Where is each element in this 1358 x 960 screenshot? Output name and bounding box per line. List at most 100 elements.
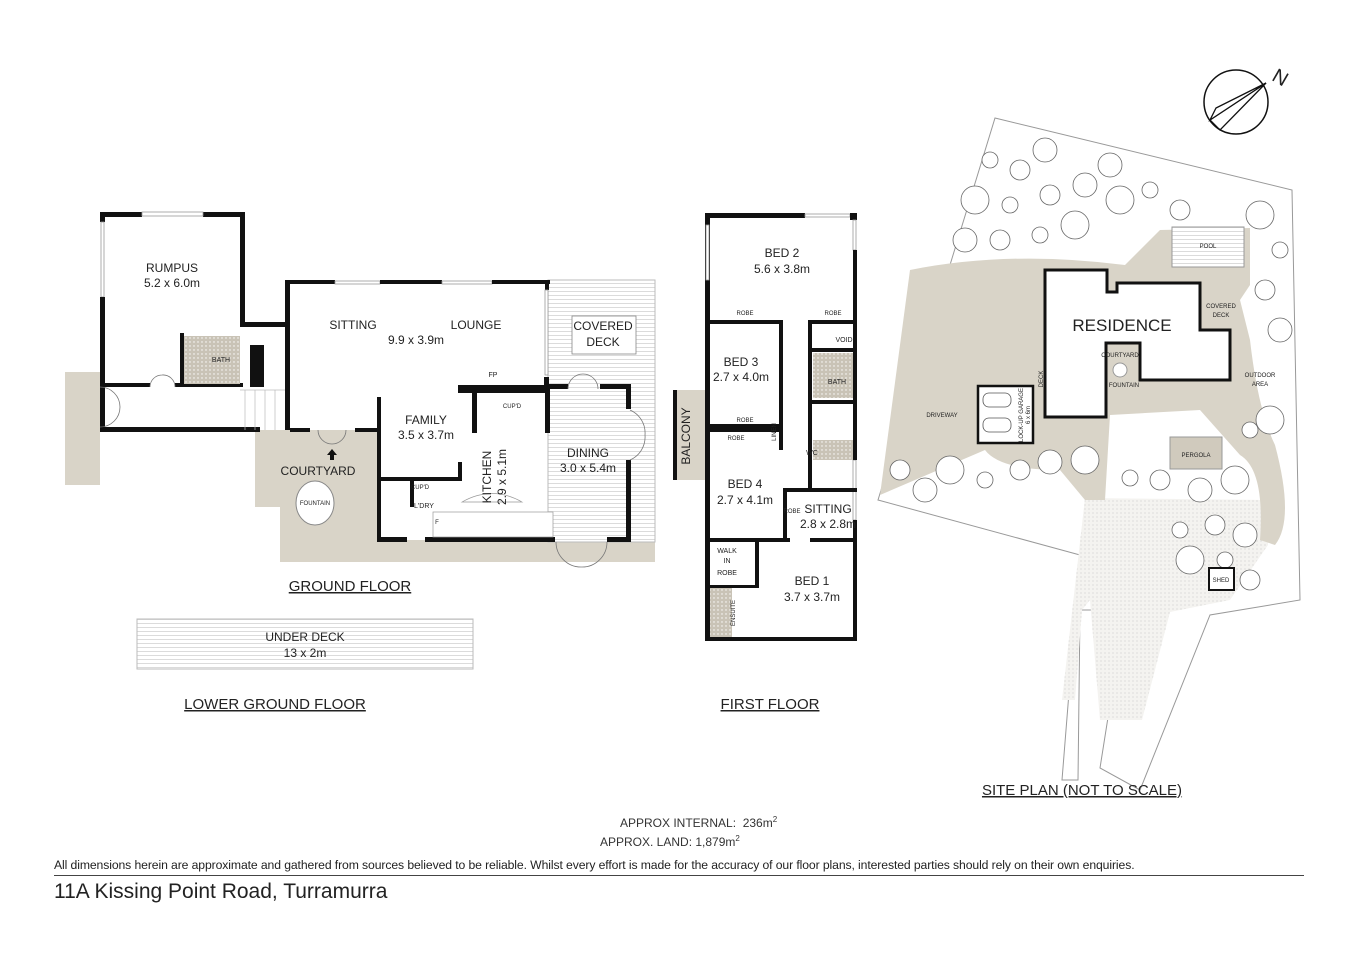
tree-icon bbox=[1254, 279, 1276, 301]
room-label-sitting: SITTING bbox=[329, 318, 376, 332]
room-label-bed1: BED 1 bbox=[795, 574, 830, 588]
tree-icon bbox=[1271, 241, 1289, 259]
lower-ground-floor-title: LOWER GROUND FLOOR bbox=[184, 696, 366, 713]
tree-icon bbox=[1141, 181, 1159, 199]
room-size-lounge: 9.9 x 3.9m bbox=[388, 333, 444, 347]
label-shed: SHED bbox=[1213, 578, 1230, 584]
label-walk-in-robe: WALK bbox=[717, 548, 737, 555]
tree-icon bbox=[1267, 317, 1293, 343]
room-label-bed4: BED 4 bbox=[728, 477, 763, 491]
tree-icon bbox=[1232, 522, 1258, 548]
room-label-deck: DECK bbox=[586, 335, 619, 349]
label-pool: POOL bbox=[1200, 244, 1217, 250]
first-floor-plan: BED 2 5.6 x 3.8m BED 3 2.7 x 4.0m BED 4 … bbox=[673, 213, 857, 713]
room-label-under-deck: UNDER DECK bbox=[265, 630, 344, 644]
tree-icon bbox=[989, 229, 1011, 251]
label-garage: LOCK-UP GARAGE bbox=[1019, 388, 1025, 442]
label-laundry: L'DRY bbox=[414, 503, 434, 510]
room-label-courtyard: COURTYARD bbox=[281, 464, 356, 478]
ground-floor-plan: RUMPUS 5.2 x 6.0m SITTING LOUNGE 9.9 x 3… bbox=[65, 211, 656, 595]
room-size-under-deck: 13 x 2m bbox=[284, 646, 327, 660]
label-covered-deck: COVERED bbox=[1206, 304, 1236, 310]
car-icon bbox=[982, 392, 1012, 433]
label-robe: ROBE bbox=[736, 418, 753, 424]
under-deck-area bbox=[136, 618, 474, 670]
tree-icon bbox=[1060, 210, 1090, 240]
first-floor-title: FIRST FLOOR bbox=[721, 696, 820, 713]
site-plan: RESIDENCE POOL COVERED DECK COURTYARD FO… bbox=[877, 65, 1301, 799]
room-label-covered-deck: COVERED bbox=[573, 319, 633, 333]
label-fireplace: FP bbox=[489, 372, 498, 379]
tree-icon bbox=[912, 477, 938, 503]
room-size-rumpus: 5.2 x 6.0m bbox=[144, 276, 200, 290]
tree-icon bbox=[889, 459, 911, 481]
tree-icon bbox=[1072, 172, 1098, 198]
label-bath: BATH bbox=[828, 379, 846, 386]
entry-arrow-icon bbox=[327, 449, 337, 460]
tree-icon bbox=[952, 227, 978, 253]
room-label-dining: DINING bbox=[567, 446, 609, 460]
tree-icon bbox=[1220, 465, 1250, 495]
label-void: VOID bbox=[835, 337, 852, 344]
room-size-bed4: 2.7 x 4.1m bbox=[717, 493, 773, 507]
chimney bbox=[250, 345, 264, 387]
label-bath: BATH bbox=[212, 357, 230, 364]
tree-icon bbox=[1009, 459, 1031, 481]
tree-icon bbox=[1001, 196, 1019, 214]
unit-superscript: 2 bbox=[772, 815, 778, 824]
label-balcony: BALCONY bbox=[679, 407, 693, 464]
internal-area-value: 236m bbox=[742, 816, 773, 830]
tree-icon bbox=[1121, 469, 1139, 487]
label-cupboard: CUP'D bbox=[503, 404, 522, 410]
lawn-area bbox=[1062, 498, 1268, 720]
label-garage-size: 6 x 6m bbox=[1026, 406, 1032, 424]
label-ensuite: ENSUITE bbox=[731, 600, 737, 626]
label-linen: LINEN bbox=[772, 423, 778, 441]
kitchen-island bbox=[460, 493, 524, 503]
fountain-icon bbox=[1112, 362, 1128, 378]
ground-floor-title: GROUND FLOOR bbox=[289, 578, 412, 595]
room-size-sitting: 2.8 x 2.8m bbox=[800, 517, 856, 531]
balcony-area bbox=[674, 390, 707, 480]
courtyard-paving bbox=[255, 430, 655, 562]
room-size-bed3: 2.7 x 4.0m bbox=[713, 370, 769, 384]
shed bbox=[1208, 567, 1235, 591]
land-area-value: 1,879m bbox=[695, 835, 736, 849]
room-label-kitchen: KITCHEN bbox=[480, 451, 494, 504]
site-plan-title: SITE PLAN (NOT TO SCALE) bbox=[982, 782, 1182, 799]
tree-icon bbox=[1187, 477, 1213, 503]
room-label-sitting: SITTING bbox=[804, 502, 851, 516]
tree-icon bbox=[1097, 152, 1123, 178]
property-address: 11A Kissing Point Road, Turramurra bbox=[54, 880, 388, 903]
internal-area-label: APPROX INTERNAL: bbox=[620, 816, 737, 830]
room-size-family: 3.5 x 3.7m bbox=[398, 428, 454, 442]
room-size-kitchen: 2.9 x 5.1m bbox=[495, 449, 509, 505]
footer-divider bbox=[54, 875, 1304, 876]
tree-icon bbox=[1239, 569, 1261, 591]
label-outdoor-area: OUTDOOR bbox=[1245, 373, 1276, 379]
north-label: N bbox=[1268, 65, 1292, 91]
room-size-dining: 3.0 x 5.4m bbox=[560, 461, 616, 475]
label-walk-in-robe: IN bbox=[724, 558, 731, 565]
label-covered-deck: DECK bbox=[1213, 313, 1230, 319]
tree-icon bbox=[1175, 545, 1205, 575]
label-driveway: DRIVEWAY bbox=[926, 413, 957, 419]
room-label-bed3: BED 3 bbox=[724, 355, 759, 369]
fountain-icon bbox=[295, 480, 335, 526]
tree-icon bbox=[1171, 521, 1189, 539]
label-walk-in-robe: ROBE bbox=[717, 570, 737, 577]
tree-icon bbox=[1039, 184, 1061, 206]
pergola bbox=[1169, 436, 1223, 470]
tree-icon bbox=[1149, 469, 1171, 491]
area-summary: APPROX INTERNAL: 236m2 APPROX. LAND: 1,8… bbox=[600, 812, 777, 850]
tree-icon bbox=[1204, 514, 1226, 536]
land-area-label: APPROX. LAND: bbox=[600, 835, 693, 849]
label-fridge: F bbox=[435, 520, 439, 526]
tree-icon bbox=[1245, 200, 1275, 230]
room-label-lounge: LOUNGE bbox=[451, 318, 502, 332]
tree-icon bbox=[1105, 185, 1135, 215]
lower-ground-floor-plan: UNDER DECK 13 x 2m LOWER GROUND FLOOR bbox=[136, 618, 474, 713]
tree-icon bbox=[1169, 199, 1191, 221]
label-courtyard: COURTYARD bbox=[1101, 353, 1139, 359]
